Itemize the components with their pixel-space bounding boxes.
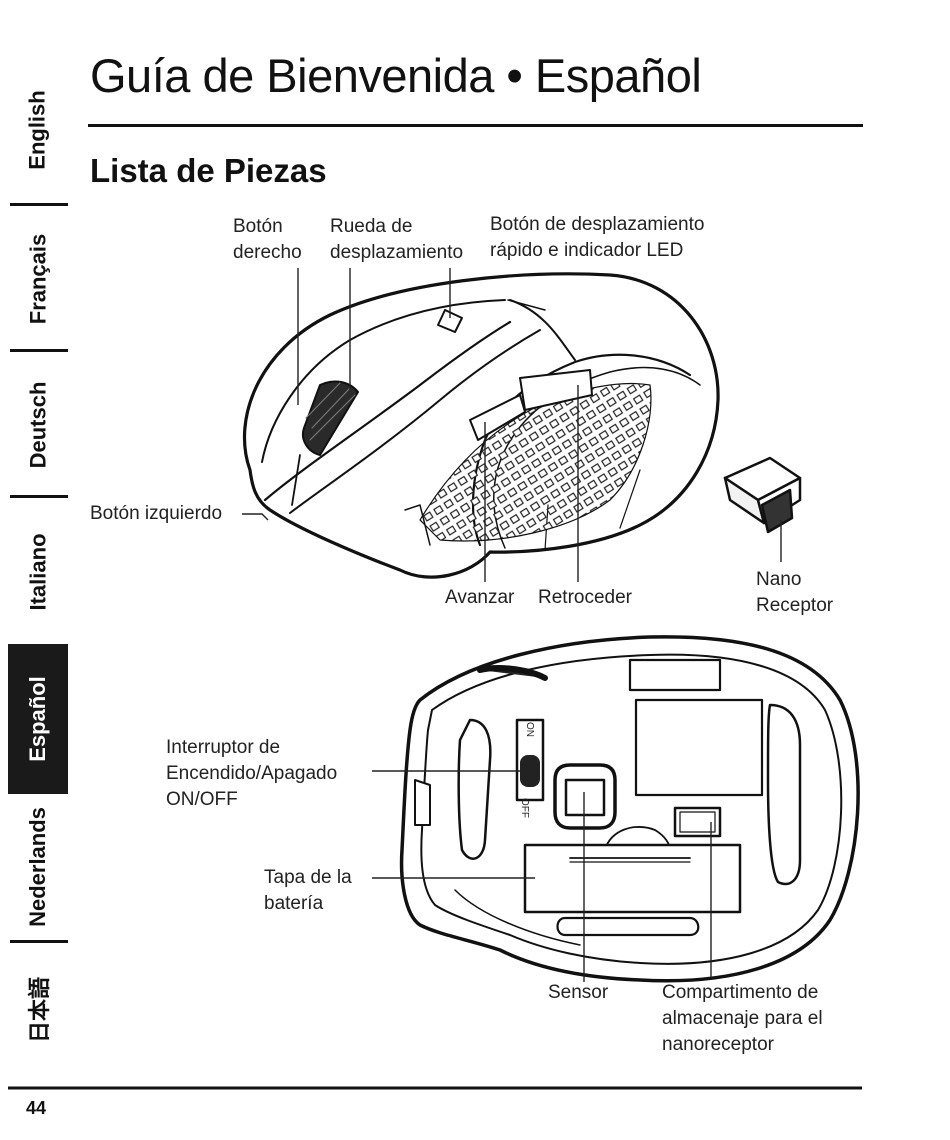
title-rule: [88, 124, 863, 127]
mouse-top-view: [242, 272, 720, 579]
leader-lines: [242, 268, 782, 982]
mouse-bottom-view: [399, 635, 860, 983]
switch-off-text: OFF: [519, 798, 530, 818]
tab-divider: [10, 940, 68, 943]
tab-espanol[interactable]: Español: [8, 644, 68, 794]
switch-on-text: ON: [524, 722, 535, 737]
label-forward: Avanzar: [445, 587, 515, 608]
nano-receiver-image: [723, 456, 802, 534]
tab-divider: [10, 203, 68, 206]
label-sensor: Sensor: [548, 982, 609, 1003]
section-title: Lista de Piezas: [90, 152, 327, 189]
tab-divider: [10, 495, 68, 498]
tab-divider: [10, 349, 68, 352]
page-number: 44: [26, 1098, 47, 1118]
label-back: Retroceder: [538, 587, 632, 608]
label-left-button: Botón izquierdo: [90, 503, 223, 524]
page-title: Guía de Bienvenida • Español: [90, 49, 702, 102]
